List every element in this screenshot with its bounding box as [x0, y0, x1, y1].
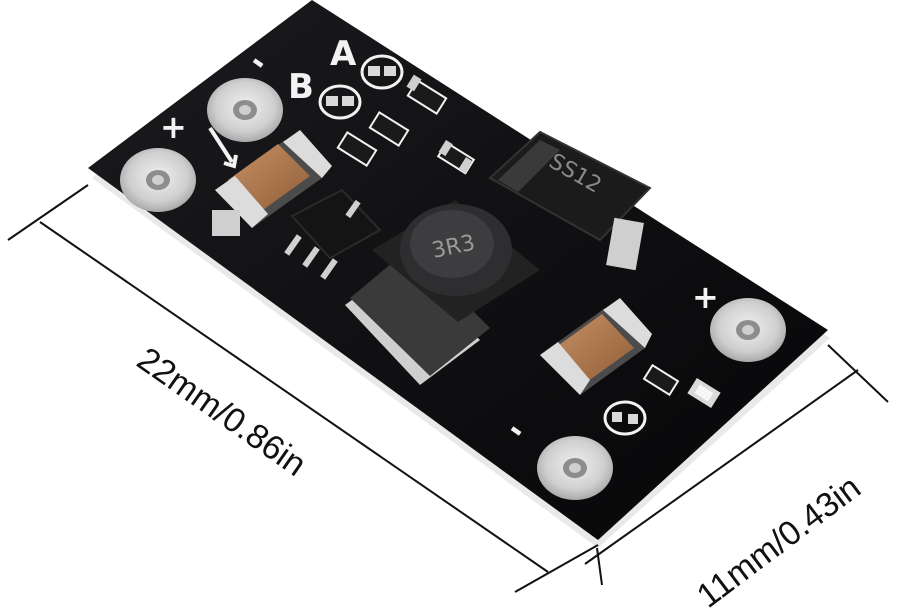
resistor-4 [436, 139, 476, 175]
jumper-a-label: A [330, 34, 357, 74]
input-capacitor [212, 130, 332, 236]
resistor-3 [336, 130, 378, 168]
jumper-a-pad [360, 54, 404, 90]
input-negative-pad [207, 78, 283, 142]
jumper-b-label: B [288, 67, 314, 107]
dimension-length-line [7, 184, 599, 593]
dimension-width-line [584, 344, 889, 586]
resistor-2 [368, 110, 410, 148]
output-negative-pad [537, 436, 613, 500]
input-positive-pad [120, 148, 196, 212]
resistor-1 [406, 74, 448, 116]
regulator-chip [284, 188, 382, 280]
output-capacitor [540, 298, 652, 395]
led [687, 377, 721, 409]
input-arrow-marking [208, 126, 238, 169]
input-positive-label: + [160, 108, 187, 146]
inductor: 3R3 [345, 200, 540, 385]
schottky-diode: SS12 [488, 130, 652, 271]
jumper-b-pad [318, 84, 362, 120]
output-positive-label: + [692, 278, 719, 316]
output-led-marking [603, 400, 647, 436]
resistor-5 [642, 363, 680, 397]
output-positive-pad [710, 298, 786, 362]
